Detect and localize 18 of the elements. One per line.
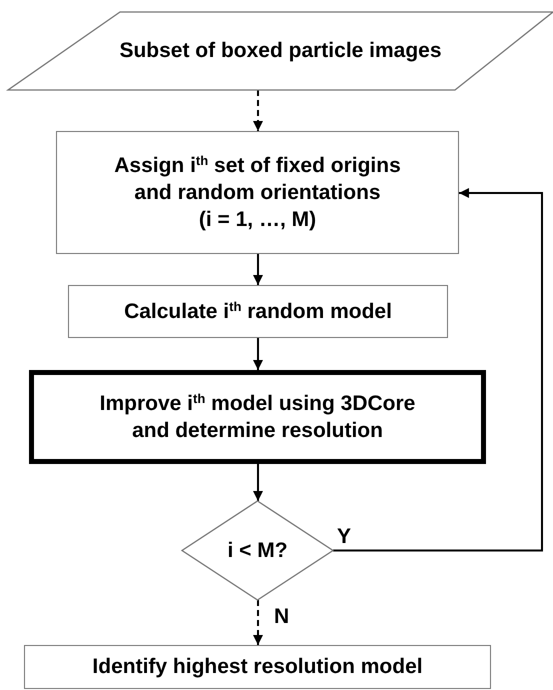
node-label: i < M? [227,538,288,564]
arrow [253,464,263,501]
arrow [253,338,263,370]
node-label: Calculate i$^{th}$ random model [124,298,392,325]
arrow [333,188,543,552]
node-label: Improve i$^{th}$ model using 3DCore and determine resolution [98,390,416,444]
node-label: Identify highest resolution model [92,654,423,680]
decision-diamond [182,501,333,600]
process-box [56,131,459,254]
node-label: Assign i$^{th}$ set of fixed origins and random orientations (i = 1, …, M) [113,152,402,234]
arrow [253,90,263,131]
node-label: Subset of boxed particle images [119,38,442,64]
arrow [253,600,263,645]
data-parallelogram [8,12,553,90]
process-box [68,285,448,338]
arrow [253,254,263,285]
process-box [24,645,491,689]
process-box [29,370,486,464]
